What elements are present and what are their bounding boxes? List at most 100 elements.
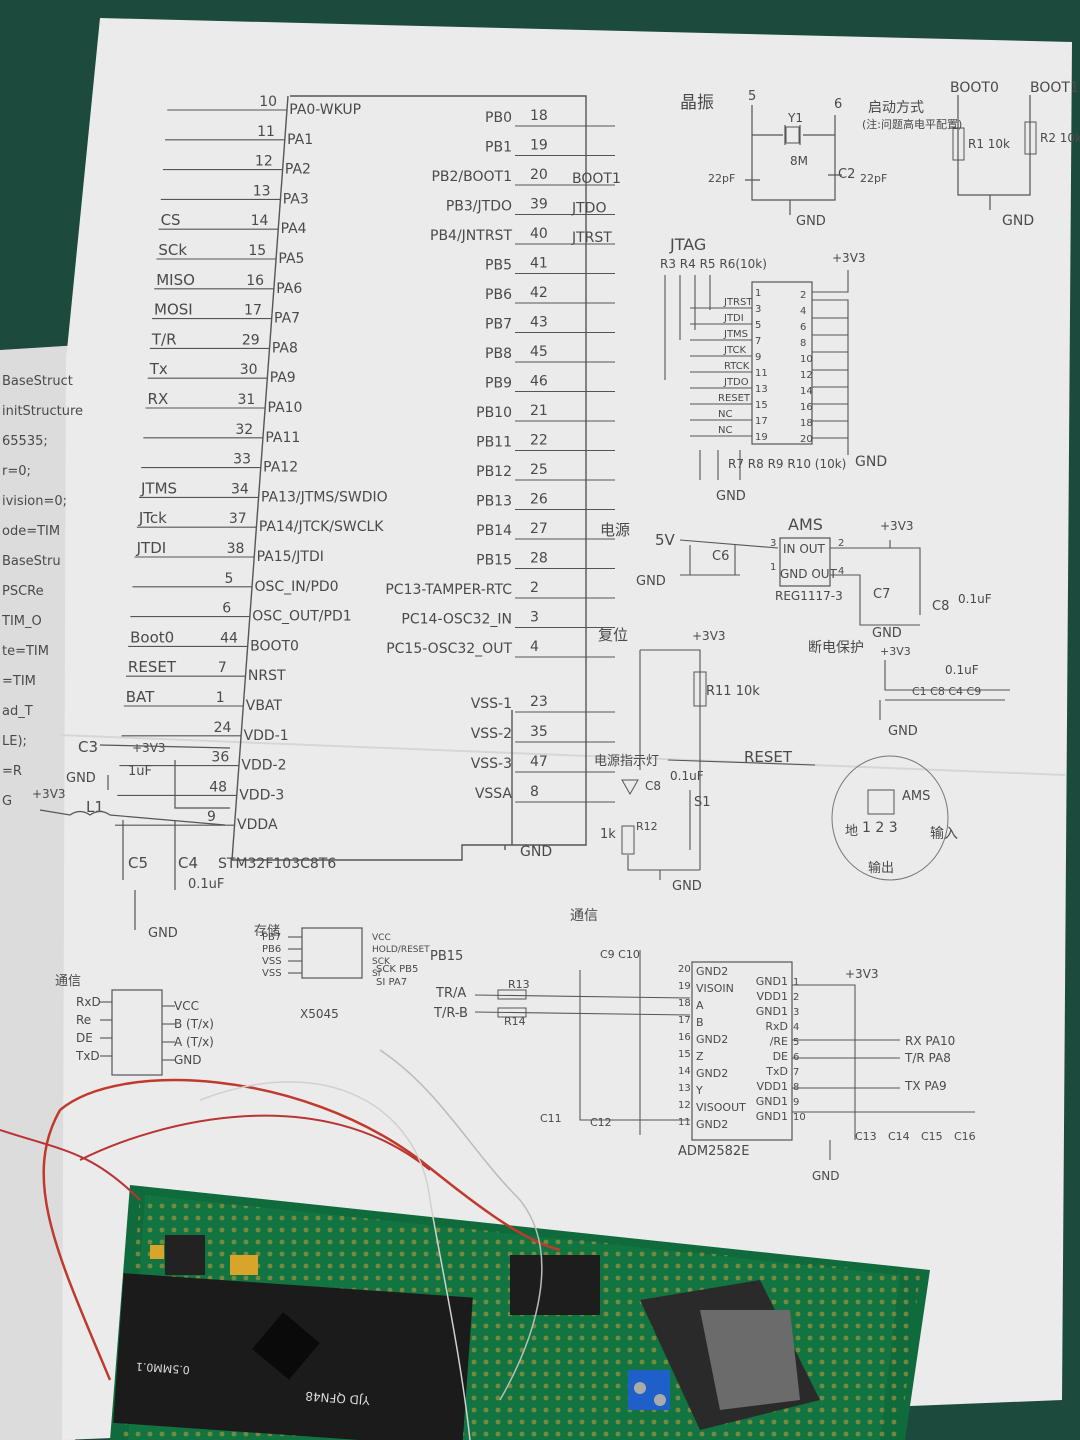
mcu-right-pin-num: 40 <box>530 226 548 242</box>
mcu-right-pin-num: 21 <box>530 403 548 419</box>
rs485-left-pin-num: 19 <box>678 981 691 992</box>
rs485-c11: C11 <box>540 1112 562 1125</box>
mcu-left-pin-name: BOOT0 <box>250 638 299 654</box>
mcu-right-pin-name: PB4/JNTRST <box>430 228 512 244</box>
power-c8: C8 <box>932 599 949 614</box>
behind-paper-code: BaseStructinitStructure65535;r=0;ivision… <box>1 374 83 809</box>
qfn-chip <box>252 1312 320 1380</box>
crystal-gnd: GND <box>796 214 826 229</box>
ams-note-gnd: 地 <box>845 824 858 839</box>
power-title: 电源 <box>600 521 630 539</box>
behind-code-line: initStructure <box>2 404 83 419</box>
comm-small-left-pin: Re <box>76 1013 91 1027</box>
yellow-cap <box>230 1255 258 1275</box>
mcu-left-pin-name: PA12 <box>263 460 298 476</box>
reset-c8: C8 <box>645 779 661 793</box>
flash-right-pin: HOLD/RESET <box>372 945 430 955</box>
jtag-right-num: 12 <box>800 370 813 381</box>
mcu-part-label: STM32F103C8T6 <box>218 856 336 872</box>
jtag-left-num: 17 <box>755 416 768 427</box>
mcu-right-pin-name: PB5 <box>485 258 512 274</box>
comm-small-left-pin: RxD <box>76 995 101 1009</box>
mcu-right-pin-num: 8 <box>530 784 539 800</box>
behind-code-line: 65535; <box>2 434 48 449</box>
mcu-left-pin-num: 6 <box>222 601 231 617</box>
mcu-right-pin-num: 39 <box>530 197 548 213</box>
mcu-right-pin-name: PC13-TAMPER-RTC <box>385 582 512 598</box>
mcu-right-pin-num: 23 <box>530 694 548 710</box>
mcu-left-pin-num: 11 <box>257 124 275 140</box>
mcu-left-pin-num: 13 <box>253 183 271 199</box>
jtag-vcc: +3V3 <box>832 251 866 265</box>
mcu-left-pin-name: PA9 <box>270 370 296 386</box>
mcu-right-pin-name: PB7 <box>485 317 512 333</box>
jtag-right-num: 20 <box>800 434 813 445</box>
mcu-left-pin-num: 33 <box>233 452 251 468</box>
behind-code-line: LE); <box>2 734 27 749</box>
mcu-left-pin-name: VDD-3 <box>239 787 284 803</box>
jtag-left-num: 7 <box>755 336 761 347</box>
c4-label: C4 <box>178 854 198 872</box>
flash-left-pin: VSS <box>262 956 282 967</box>
mcu-left-pin-name: PA11 <box>265 430 300 446</box>
led-title: 电源指示灯 <box>594 754 659 769</box>
comm-small-right-pin: GND <box>174 1053 202 1067</box>
flash-right-pin: SI <box>372 969 380 979</box>
paper-fold <box>59 734 1066 776</box>
rs485-right-pin-name: GND1 <box>756 1005 788 1018</box>
rs485-right-pin-num: 5 <box>793 1037 799 1048</box>
crystal-freq: 8M <box>790 154 808 168</box>
back-paper <box>0 345 80 1440</box>
comm-small-right-pin: A (T/x) <box>174 1035 214 1049</box>
mcu-right-pin-name: PB14 <box>476 523 512 539</box>
mcu-right-pin-name: PB11 <box>476 435 512 451</box>
boot0-label: BOOT0 <box>950 80 999 96</box>
mcu-left-pin-name: PA2 <box>285 162 311 178</box>
jtag-right-num: 8 <box>800 338 806 349</box>
mcu-left-pin-name: PA1 <box>287 132 313 148</box>
reset-circuit: 复位 +3V3 R11 10k RESET 电源指示灯 C8 0.1uF S1 … <box>594 626 816 894</box>
mcu-left-pin-name: VDDA <box>237 817 278 833</box>
jtag-right-num: 14 <box>800 386 813 397</box>
mcu-left-pin-name: PA15/JTDI <box>257 549 324 565</box>
mcu-left-pin-num: 32 <box>235 422 253 438</box>
mcu-left-pin-name: PA14/JTCK/SWCLK <box>259 519 384 535</box>
behind-code-line: =TIM <box>2 674 36 689</box>
mcu-right-pin-name: PB1 <box>485 140 512 156</box>
mcu-left-pin-num: 24 <box>214 720 232 736</box>
rs485-right-pin-name: VDD1 <box>757 1080 788 1093</box>
power-gnd-2: GND <box>872 626 902 641</box>
rs485-bypass-cap: C15 <box>921 1130 943 1143</box>
mcu-right-pin-num: 28 <box>530 551 548 567</box>
jtag-header: JTAG R3 R4 R5 R6(10k) +3V3 GND GND R7 R8… <box>660 235 887 504</box>
reset-r12: R12 <box>636 820 658 833</box>
flash-sck-net: SCK PB5 <box>376 964 418 975</box>
flash-left-pin: PB7 <box>262 932 281 943</box>
decoupling-title: 断电保护 <box>808 640 864 656</box>
vdd-label: +3V3 <box>132 741 166 755</box>
rs485-right-pin-name: GND1 <box>756 975 788 988</box>
jtag-left-num: 9 <box>755 352 761 363</box>
mcu-left-net: BAT <box>126 688 155 706</box>
rs485-left-pin-num: 16 <box>678 1032 691 1043</box>
rs485-left-pin-name: VISOIN <box>696 982 734 995</box>
jtag-signal: JTRST <box>723 297 753 308</box>
jtag-right-num: 10 <box>800 354 813 365</box>
mcu-left-pin-name: PA8 <box>272 340 298 356</box>
decoupling-caps: C1 C8 C4 C9 <box>912 685 981 698</box>
mcu-right-pin-num: 35 <box>530 724 548 740</box>
mcu-left-pin-name: NRST <box>248 668 286 684</box>
reset-r12-value: 1k <box>600 827 616 842</box>
comm-small-right-pin: B (T/x) <box>174 1017 214 1031</box>
mcu-left-pin-name: PA4 <box>281 221 307 237</box>
rs485-cap: C9 C10 <box>600 948 640 961</box>
mcu-left-pin-name: OSC_OUT/PD1 <box>252 609 351 625</box>
rs485-left-pin-name: Y <box>695 1084 703 1097</box>
crystal-c2-value: 22pF <box>860 172 887 185</box>
rs485-right-pin-name: DE <box>773 1050 788 1063</box>
power-gnd: GND <box>636 574 666 589</box>
behind-code-line: ad_T <box>2 704 33 719</box>
mcu-left-pin-name: PA10 <box>268 400 303 416</box>
